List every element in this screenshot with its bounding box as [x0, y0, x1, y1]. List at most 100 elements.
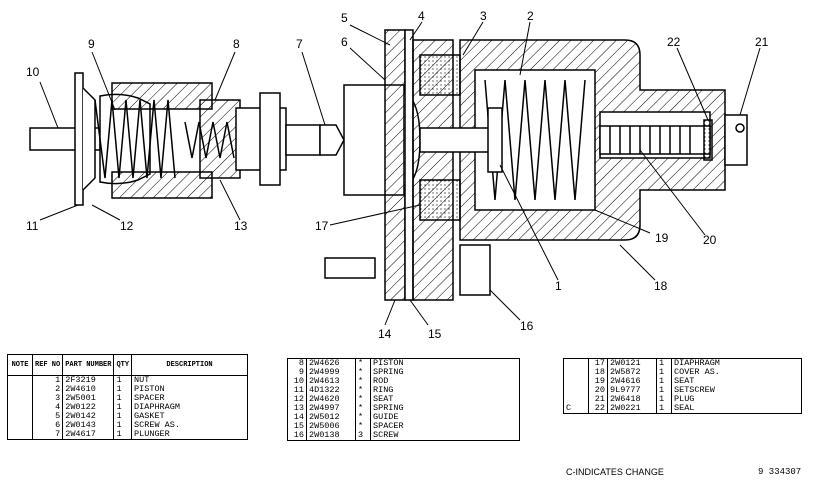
cell-desc: SPRING: [373, 367, 404, 377]
cell-desc: ROD: [373, 376, 389, 386]
piston-8-housing: [111, 82, 287, 199]
cell-ref: 12: [287, 395, 307, 404]
cell-ref: 4: [32, 403, 64, 412]
cell-note: [563, 368, 589, 377]
cell-part: 2W5006: [306, 422, 356, 431]
cell-note: C: [563, 404, 589, 414]
header-note: NOTE: [7, 354, 33, 376]
cell-qty: *: [355, 413, 371, 422]
main-body-plates: [384, 29, 461, 301]
callout-3: 3: [480, 9, 487, 23]
rod-assembly: [29, 72, 151, 206]
spring-13: [184, 121, 235, 159]
cell-ref: 17: [588, 358, 608, 368]
callout-17: 17: [315, 219, 329, 233]
cell-ref: 11: [287, 386, 307, 395]
callout-8: 8: [233, 37, 240, 51]
cell-part: 2W6418: [607, 395, 657, 404]
header-qty: QTY: [113, 354, 133, 376]
cell-desc: PISTON: [373, 358, 404, 368]
cell-ref: 22: [588, 404, 608, 414]
callout-21: 21: [755, 35, 769, 49]
plug-21: [724, 114, 748, 166]
cell-desc: RING: [373, 385, 394, 395]
cell-desc: DIAPHRAGM: [134, 402, 180, 412]
cell-ref: 21: [588, 395, 608, 404]
illustration-number: 9 334307: [758, 467, 802, 477]
cell-ref: 19: [588, 377, 608, 386]
cell-qty: *: [355, 386, 371, 395]
callout-16: 16: [520, 319, 534, 333]
cell-qty: *: [355, 377, 371, 386]
cell-qty: 1: [656, 368, 672, 377]
cell-note: [7, 412, 33, 421]
cell-ref: 13: [287, 404, 307, 413]
cell-qty: 1: [656, 358, 672, 368]
header-ref-no: REF NO: [32, 354, 64, 376]
cell-part: 2W0122: [62, 403, 115, 412]
callout-1: 1: [555, 279, 562, 293]
seal-22: [703, 119, 713, 161]
cell-note: [563, 358, 589, 368]
cell-qty: 1: [656, 377, 672, 386]
cell-ref: 14: [287, 413, 307, 422]
callout-12: 12: [120, 219, 134, 233]
cell-desc: NUT: [134, 375, 150, 385]
cell-qty: 1: [656, 386, 672, 395]
cell-ref: 8: [287, 358, 307, 368]
cell-desc: SCREW: [373, 430, 399, 440]
cell-note: [7, 421, 33, 430]
cell-part: 2W4616: [607, 377, 657, 386]
cell-note: [563, 377, 589, 386]
cell-note: [563, 386, 589, 395]
cell-desc: SPACER: [373, 421, 404, 431]
cell-qty: *: [355, 395, 371, 404]
callout-11: 11: [26, 219, 39, 233]
cell-ref: 5: [32, 412, 64, 421]
cell-note: [7, 403, 33, 412]
cell-part: 2W4610: [62, 385, 115, 394]
cell-part: 2W4617: [62, 430, 115, 440]
cell-desc: SCREW AS.: [134, 420, 180, 430]
callout-10: 10: [26, 65, 40, 79]
table-header-row: NOTE REF NO PART NUMBER QTY DESCRIPTION: [7, 354, 248, 376]
cell-desc: SETSCREW: [674, 385, 715, 395]
cell-desc: GUIDE: [373, 412, 399, 422]
callout-22: 22: [667, 35, 681, 49]
cell-part: 2W5872: [607, 368, 657, 377]
cell-ref: 6: [32, 421, 64, 430]
cell-desc: PLUNGER: [134, 429, 170, 439]
cell-part: 2W5001: [62, 394, 115, 403]
cell-ref: 1: [32, 375, 64, 385]
cell-qty: 1: [113, 412, 133, 421]
setscrew-20: [599, 125, 711, 155]
cell-part: 2W4626: [306, 358, 356, 368]
center-rod: [419, 107, 503, 173]
cell-qty: *: [355, 368, 371, 377]
cell-qty: *: [355, 358, 371, 368]
cell-part: 9L9777: [607, 386, 657, 395]
cell-qty: 1: [113, 421, 133, 430]
callout-20: 20: [703, 233, 717, 247]
cell-part: 4D1322: [306, 386, 356, 395]
cell-desc: SEAT: [373, 394, 394, 404]
callout-5: 5: [341, 11, 348, 25]
header-part-number: PART NUMBER: [62, 354, 115, 376]
cell-note: [563, 395, 589, 404]
cell-desc: COVER AS.: [674, 367, 720, 377]
